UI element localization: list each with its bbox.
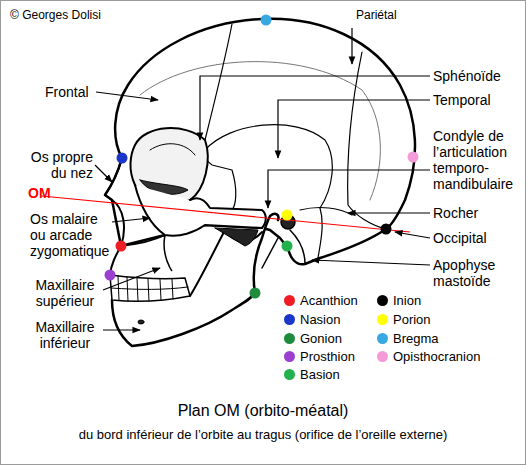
part-label: Maxillaire supérieur: [25, 277, 105, 309]
part-label: Frontal: [45, 84, 89, 100]
landmark-dot: [408, 152, 419, 163]
landmark-dot: [282, 210, 293, 221]
legend-swatch: [284, 295, 295, 306]
nasal-aperture: [110, 200, 124, 275]
mandible-outline: [112, 214, 278, 346]
legend-swatch: [377, 295, 388, 306]
squamosal-suture: [205, 125, 332, 208]
leader-line: [103, 268, 160, 290]
legend-label: Opisthocranion: [393, 349, 480, 365]
nasal-bone: [105, 158, 122, 200]
teeth-lines: [111, 276, 188, 301]
leader-line: [395, 232, 430, 238]
part-label: Maxillaire inférieur: [25, 319, 105, 351]
leader-line: [348, 212, 430, 213]
landmark-dot: [105, 270, 116, 281]
legend-swatch: [284, 333, 295, 344]
legend-swatch: [284, 351, 295, 362]
zygomatic-arch: [135, 185, 266, 236]
part-label: Occipital: [433, 230, 487, 246]
part-label: © Georges Dolisi: [10, 7, 101, 23]
leader-line: [103, 329, 140, 330]
landmark-dot: [261, 15, 272, 26]
legend-label: Inion: [393, 293, 421, 309]
legend-label: Acanthion: [300, 293, 358, 309]
legend-swatch: [377, 333, 388, 344]
mental-foramen: [138, 320, 144, 324]
legend-label: Bregma: [393, 331, 439, 347]
landmark-dots: [105, 15, 419, 299]
leader-line: [112, 218, 150, 222]
orbit-inner-line: [150, 144, 195, 155]
legend-swatch: [284, 314, 295, 325]
legend-label: Basion: [300, 367, 340, 383]
leader-lines: [95, 28, 430, 330]
landmark-dot: [117, 153, 128, 164]
legend-swatch: [377, 351, 388, 362]
part-label: Sphénoïde: [433, 68, 501, 84]
leader-line: [96, 92, 158, 100]
part-label: Apophyse mastoïde: [433, 257, 507, 289]
occipitomastoid-suture: [318, 208, 322, 258]
leader-line: [351, 28, 352, 64]
coronal-suture: [205, 24, 232, 140]
legend-label: Gonion: [300, 331, 342, 347]
part-label: Pariétal: [356, 7, 397, 23]
part-label: OM: [28, 185, 51, 201]
part-label: Condyle de l’articulation temporo-mandib…: [433, 128, 521, 192]
landmark-dot: [250, 288, 261, 299]
diagram-caption: du bord inférieur de l’orbite au tragus …: [0, 426, 526, 444]
lambdoid-suture: [348, 52, 386, 229]
notch-shadow: [215, 228, 258, 246]
leader-line: [268, 170, 430, 208]
petrous-line: [300, 208, 352, 215]
leader-line: [278, 100, 430, 158]
landmark-dot: [282, 241, 293, 252]
part-label: Rocher: [433, 205, 478, 221]
leader-line: [95, 165, 112, 182]
diagram-title: Plan OM (orbito-méatal): [0, 402, 526, 420]
leader-line: [312, 260, 430, 265]
teeth-row: [110, 275, 190, 301]
part-label: Temporal: [433, 92, 491, 108]
legend-swatch: [284, 369, 295, 380]
part-label: Os propre du nez: [23, 149, 93, 181]
legend-label: Nasion: [300, 312, 340, 328]
styloid-process: [262, 238, 278, 268]
leader-line: [200, 76, 430, 140]
landmark-dot: [116, 241, 127, 252]
part-label: Os malaire ou arcade zygomatique: [30, 211, 112, 259]
landmark-dot: [381, 224, 392, 235]
legend-swatch: [377, 314, 388, 325]
skull-group: [105, 19, 415, 346]
legend-label: Prosthion: [300, 349, 355, 365]
legend-label: Porion: [393, 312, 431, 328]
